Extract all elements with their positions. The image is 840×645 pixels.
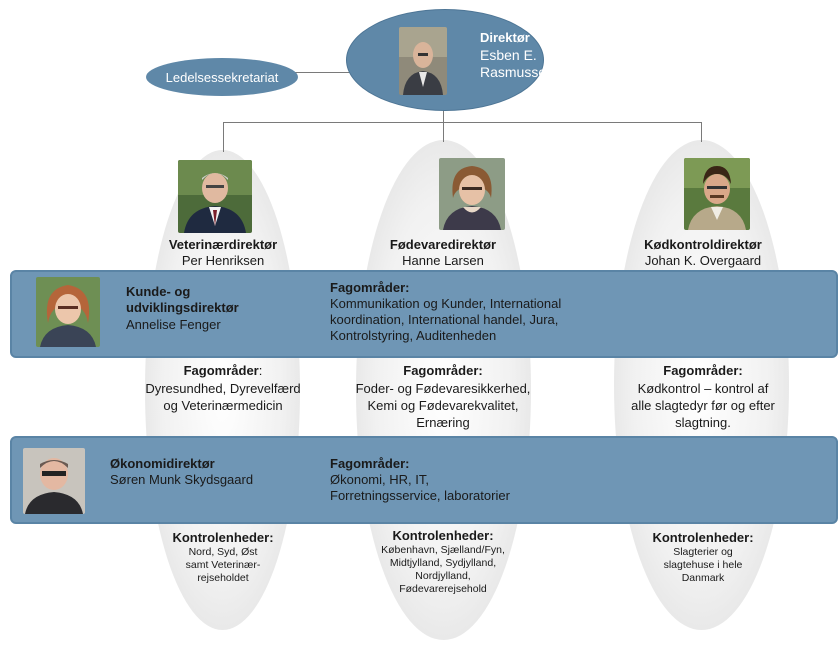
- koedkontrol-fag-line3: slagtning.: [675, 415, 731, 430]
- koedkontrol-fag-line2: alle slagtedyr før og efter: [631, 398, 775, 413]
- foedevare-kontrol-line4: Fødevarerejsehold: [399, 583, 487, 595]
- band1-title-line2: udviklingsdirektør: [126, 300, 239, 315]
- band2-fag-title: Fagområder:: [330, 456, 410, 471]
- foedevare-title: Fødevaredirektør: [389, 237, 497, 252]
- band1-fag-line2: koordination, International handel, Jura…: [330, 312, 559, 327]
- director-name-line1: Esben E.: [480, 47, 537, 63]
- koedkontrol-kontrol-line2: slagtehuse i hele: [663, 559, 743, 571]
- band2-fag-line2: Forretningsservice, laboratorier: [330, 488, 510, 503]
- foedevare-fag-line3: Ernæring: [416, 415, 470, 430]
- band1-title-line1: Kunde- og: [126, 284, 191, 299]
- foedevare-fag-line2: Kemi og Fødevarekvalitet,: [367, 398, 519, 413]
- band-oekonomi: [10, 436, 838, 524]
- kunde-udvikling-photo: [36, 277, 100, 347]
- foedevare-name: Hanne Larsen: [402, 253, 484, 268]
- veterinaer-fag-title-text: Fagområder: [183, 363, 259, 378]
- director-name-line2: Rasmussen: [480, 64, 554, 80]
- veterinaer-fag-title: Fagområder:: [140, 363, 306, 378]
- connector-right-down: [701, 122, 702, 142]
- director-title: Direktør: [480, 30, 530, 45]
- koedkontrol-kontrol-line3: Danmark: [681, 572, 725, 584]
- secretariat-label: Ledelsessekretariat: [165, 69, 279, 85]
- foedevare-photo: [439, 158, 505, 230]
- koedkontrol-fag-line1: Kødkontrol – kontrol af: [637, 381, 769, 396]
- koedkontrol-kontrol-title: Kontrolenheder:: [652, 530, 754, 545]
- foedevare-kontrol-line1: København, Sjælland/Fyn,: [381, 544, 505, 556]
- band2-title: Økonomidirektør: [110, 456, 215, 471]
- koedkontrol-photo: [684, 158, 750, 230]
- veterinaer-fag-line1: Dyresundhed, Dyrevelfærd: [145, 381, 301, 396]
- veterinaer-kontrol-line2: samt Veterinær-: [185, 559, 261, 571]
- foedevare-fag-line1: Foder- og Fødevaresikkerhed,: [355, 381, 531, 396]
- foedevare-fag-title: Fagområder:: [403, 363, 483, 378]
- connector-horizontal: [223, 122, 702, 123]
- connector-left-down: [223, 122, 224, 152]
- connector-director-down: [443, 108, 444, 122]
- connector-mid-down: [443, 122, 444, 142]
- veterinaer-title: Veterinærdirektør: [168, 237, 278, 252]
- band1-fag-title: Fagområder:: [330, 280, 410, 295]
- band2-fag-line1: Økonomi, HR, IT,: [330, 472, 429, 487]
- band-kunde-udvikling: [10, 270, 838, 358]
- veterinaer-kontrol-title: Kontrolenheder:: [172, 530, 274, 545]
- veterinaer-kontrol-line3: rejseholdet: [197, 572, 249, 584]
- veterinaer-fag-line2: og Veterinærmedicin: [163, 398, 283, 413]
- foedevare-kontrol-line3: Nordjylland,: [415, 570, 471, 582]
- connector-secretariat: [290, 72, 350, 73]
- band1-fag-line3: Kontrolstyring, Auditenheden: [330, 328, 497, 343]
- veterinaer-fag-colon: :: [258, 363, 263, 378]
- veterinaer-kontrol-line1: Nord, Syd, Øst: [188, 546, 258, 558]
- foedevare-kontrol-title: Kontrolenheder:: [392, 528, 494, 543]
- koedkontrol-fag-title: Fagområder:: [663, 363, 743, 378]
- koedkontrol-kontrol-line1: Slagterier og: [673, 546, 733, 558]
- koedkontrol-name: Johan K. Overgaard: [644, 253, 762, 268]
- oekonomi-photo: [23, 448, 85, 514]
- koedkontrol-title: Kødkontroldirektør: [644, 237, 762, 252]
- band1-fag-line1: Kommunikation og Kunder, International: [330, 296, 562, 311]
- veterinaer-name: Per Henriksen: [181, 253, 265, 268]
- band2-name: Søren Munk Skydsgaard: [110, 472, 254, 487]
- foedevare-kontrol-line2: Midtjylland, Sydjylland,: [389, 557, 497, 569]
- band1-name: Annelise Fenger: [126, 317, 221, 332]
- director-photo: [399, 27, 447, 95]
- secretariat-ellipse: Ledelsessekretariat: [146, 58, 298, 96]
- veterinaer-photo: [178, 160, 252, 233]
